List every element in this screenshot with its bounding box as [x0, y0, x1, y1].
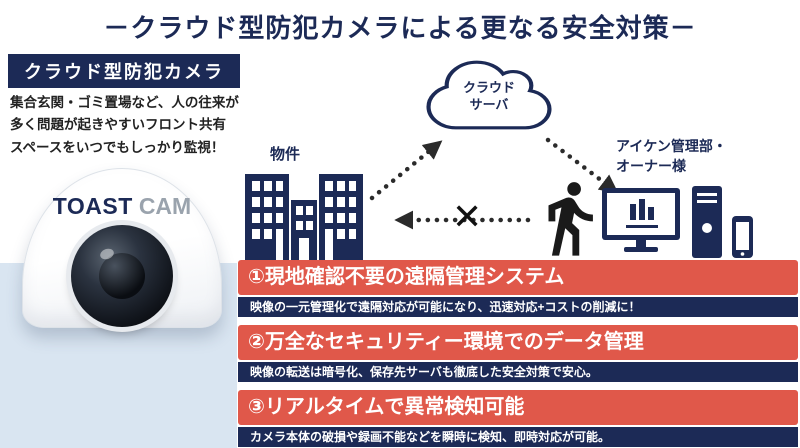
camera-lens-inner [99, 253, 145, 299]
manager-label-line: アイケン管理部・ [616, 138, 727, 154]
manager-label: アイケン管理部・ オーナー様 [616, 136, 727, 177]
tower-pc-icon [692, 186, 722, 258]
feature-1-detail: 映像の一元管理化で遠隔対応が可能になり、迅速対応+コストの削減に！ [238, 297, 798, 317]
page-title: －クラウド型防犯カメラによる更なる安全対策－ [103, 13, 697, 43]
smartphone-icon [732, 216, 753, 258]
monitor-icon [602, 188, 680, 252]
walking-person-icon [528, 176, 610, 265]
dotted-arrow-buildings-to-cloud [369, 140, 443, 201]
manager-devices [600, 184, 765, 269]
intro-description: 集合玄関・ゴミ置場など、人の往来が 多く問題が起きやすいフロント共有 スペースを… [10, 92, 272, 159]
feature-2-title: ②万全なセキュリティー環境でのデータ管理 [238, 325, 798, 360]
feature-2-detail: 映像の転送は暗号化、保存先サーバも徹底した安全対策で安心。 [238, 362, 798, 382]
cloud-server-icon: クラウド サーバ [424, 54, 554, 136]
feature-3-title: ③リアルタイムで異常検知可能 [238, 390, 798, 425]
manager-label-line: オーナー様 [616, 158, 686, 175]
brand-primary: TOAST [52, 193, 133, 219]
section-badge: クラウド型防犯カメラ [8, 54, 240, 88]
intro-description-line: 多く問題が起きやすいフロント共有 [10, 117, 226, 133]
property-label: 物件 [269, 146, 300, 163]
blocked-x-icon: ✕ [452, 196, 483, 237]
feature-3-detail: カメラ本体の破損や録画不能などを瞬時に検知、即時対応が可能。 [238, 427, 798, 447]
camera-lens-icon [71, 225, 173, 327]
brand-secondary: CAM [138, 193, 192, 219]
feature-1-title: ①現地確認不要の遠隔管理システム [238, 260, 798, 295]
cloud-server-label: クラウド サーバ [424, 80, 554, 114]
intro-description-line: 集合玄関・ゴミ置場など、人の往来が [10, 95, 239, 110]
building-icon [243, 166, 365, 266]
feature-list: ①現地確認不要の遠隔管理システム 映像の一元管理化で遠隔対応が可能になり、迅速対… [238, 260, 798, 447]
feature-item-3: ③リアルタイムで異常検知可能 カメラ本体の破損や録画不能などを瞬時に検知、即時対… [238, 390, 798, 447]
feature-item-2: ②万全なセキュリティー環境でのデータ管理 映像の転送は暗号化、保存先サーバも徹底… [238, 325, 798, 382]
cloud-label-line: サーバ [469, 96, 509, 112]
feature-item-1: ①現地確認不要の遠隔管理システム 映像の一元管理化で遠隔対応が可能になり、迅速対… [238, 260, 798, 317]
intro-description-line: スペースをいつでもしっかり監視！ [10, 139, 225, 155]
cloud-label-line: クラウド [462, 80, 515, 95]
